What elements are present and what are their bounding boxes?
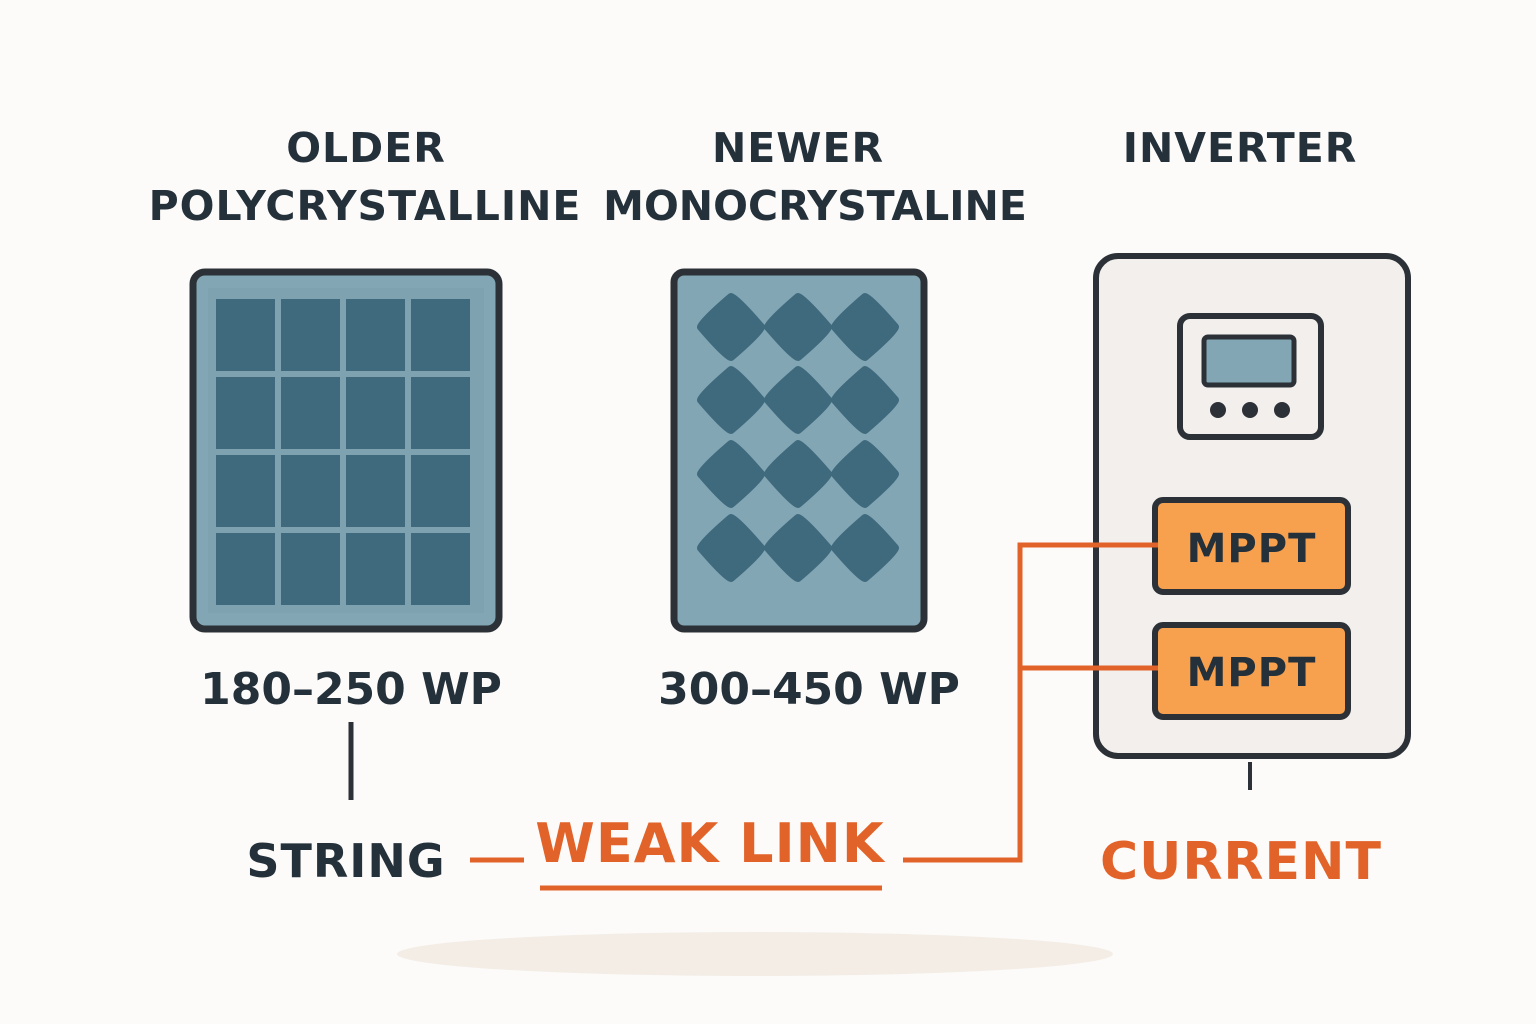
poly-title-line2: POLYCRYSTALLINE: [148, 182, 582, 230]
mono-title-line2: MONOCRYSTALINE: [603, 182, 1027, 230]
mono-title-line1: NEWER: [711, 124, 885, 172]
poly-cell-0-2: [346, 299, 405, 371]
mono-cell-0-2: [831, 293, 899, 361]
inverter-button-3: [1274, 402, 1290, 418]
poly-cell-3-0: [216, 533, 275, 605]
poly-cell-0-3: [411, 299, 470, 371]
mppt-label-1: MPPT: [1186, 526, 1317, 572]
mono-power-rating: 300–450 WP: [658, 664, 960, 715]
mono-cell-3-1: [764, 514, 832, 582]
mono-cell-1-1: [764, 366, 832, 434]
mono-cell-0-0: [697, 293, 765, 361]
mono-cell-1-0: [697, 366, 765, 434]
mono-cell-1-2: [831, 366, 899, 434]
poly-cell-2-1: [281, 455, 340, 527]
mono-cell-2-0: [697, 440, 765, 508]
poly-cell-1-0: [216, 377, 275, 449]
inverter-title: INVERTER: [1122, 124, 1358, 172]
inverter-screen: [1201, 334, 1297, 388]
inverter-button-2: [1242, 402, 1258, 418]
mppt-label-2: MPPT: [1186, 650, 1317, 696]
weak-link-label: WEAK LINK: [535, 812, 885, 875]
ground-shadow: [397, 932, 1113, 976]
poly-cell-3-1: [281, 533, 340, 605]
poly-cell-grid: [216, 299, 470, 605]
polycrystalline-panel: [189, 268, 503, 633]
poly-cell-1-1: [281, 377, 340, 449]
poly-cell-2-3: [411, 455, 470, 527]
mppt-box-2: [1152, 622, 1351, 720]
poly-cell-2-2: [346, 455, 405, 527]
mono-cell-0-1: [764, 293, 832, 361]
string-label: STRING: [246, 834, 446, 888]
poly-cell-3-3: [411, 533, 470, 605]
inverter-unit: [1093, 253, 1411, 790]
mono-cell-3-2: [831, 514, 899, 582]
mono-cell-2-2: [831, 440, 899, 508]
poly-cell-1-3: [411, 377, 470, 449]
poly-cell-3-2: [346, 533, 405, 605]
inverter-button-1: [1210, 402, 1226, 418]
poly-cell-0-1: [281, 299, 340, 371]
mono-cell-2-1: [764, 440, 832, 508]
poly-title-line1: OLDER: [286, 124, 446, 172]
mono-cell-3-0: [697, 514, 765, 582]
current-label: CURRENT: [1100, 832, 1382, 892]
wire-to-mppt: [903, 542, 1158, 863]
poly-cell-0-0: [216, 299, 275, 371]
monocrystalline-panel: [670, 268, 928, 633]
poly-cell-1-2: [346, 377, 405, 449]
mono-cell-grid: [697, 293, 899, 582]
poly-cell-2-0: [216, 455, 275, 527]
poly-power-rating: 180–250 WP: [200, 664, 502, 715]
